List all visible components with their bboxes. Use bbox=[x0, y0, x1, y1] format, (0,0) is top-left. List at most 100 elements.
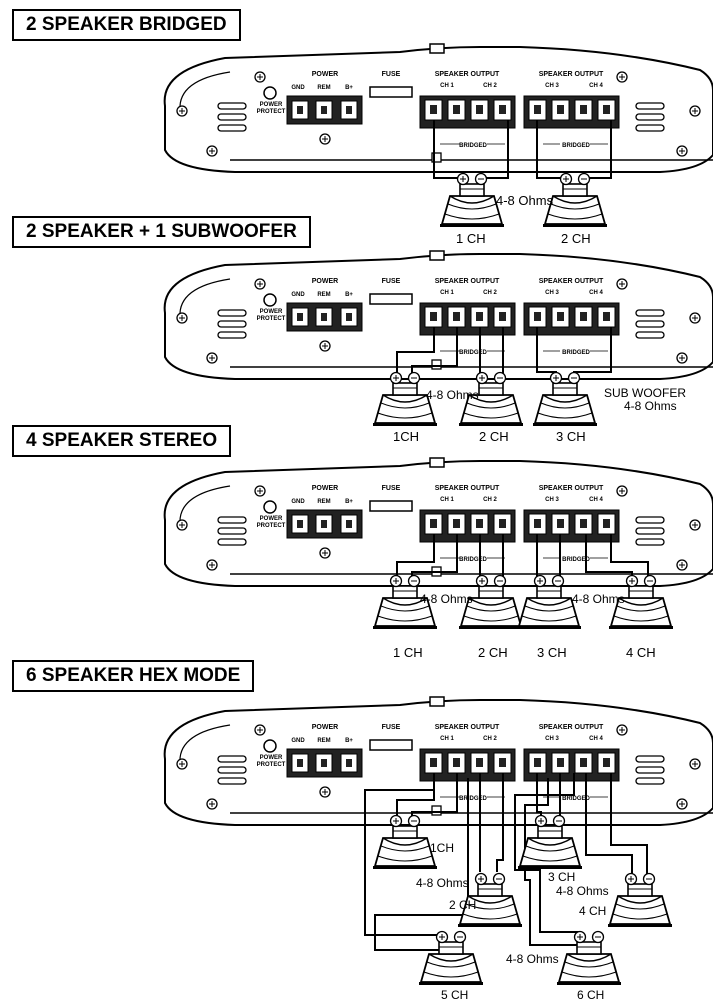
power-protect-label: POWER bbox=[260, 516, 283, 522]
amp-labels-4: POWER GND REM B+ FUSE SPEAKER OUTPUT SPE… bbox=[257, 724, 604, 802]
channel-label: 3 CH bbox=[537, 645, 567, 660]
fuse-label: FUSE bbox=[382, 724, 401, 731]
power-label: POWER bbox=[312, 278, 338, 285]
ch4-label: CH 4 bbox=[589, 736, 603, 742]
channel-label: 2 CH bbox=[479, 429, 509, 444]
speaker-4 bbox=[607, 872, 673, 928]
channel-label: 2 CH bbox=[478, 645, 508, 660]
power-label: POWER bbox=[312, 71, 338, 78]
channel-label: 2 CH bbox=[561, 231, 591, 246]
wires-4 bbox=[364, 773, 648, 951]
amp-labels-1: POWER GND REM B+ FUSE SPEAKER OUTPUT SPE… bbox=[257, 71, 604, 149]
gnd-label: GND bbox=[291, 85, 305, 91]
wires-3 bbox=[396, 534, 649, 578]
amplifier-3 bbox=[163, 457, 713, 587]
fuse-label: FUSE bbox=[382, 485, 401, 492]
ohms-label: 4-8 Ohms bbox=[506, 952, 559, 966]
power-protect-label: PROTECT bbox=[257, 523, 286, 529]
ohms-label: 4-8 Ohms bbox=[556, 884, 609, 898]
section-title-bridged: 2 SPEAKER BRIDGED bbox=[12, 9, 241, 41]
speaker-output-label: SPEAKER OUTPUT bbox=[435, 724, 500, 731]
ch4-label: CH 4 bbox=[589, 497, 603, 503]
subwoofer bbox=[532, 371, 598, 427]
ch2-label: CH 2 bbox=[483, 290, 497, 296]
amp-labels-2: POWER GND REM B+ FUSE SPEAKER OUTPUT SPE… bbox=[257, 278, 604, 356]
speaker-output-label: SPEAKER OUTPUT bbox=[539, 724, 604, 731]
channel-label: 5 CH bbox=[441, 988, 468, 1001]
ch1-label: CH 1 bbox=[440, 83, 454, 89]
amplifier-2 bbox=[163, 250, 713, 380]
section-title-sub: 2 SPEAKER + 1 SUBWOOFER bbox=[12, 216, 311, 248]
power-protect-label: PROTECT bbox=[257, 316, 286, 322]
channel-label: 3 CH bbox=[556, 429, 586, 444]
ohms-label: 4-8 Ohms bbox=[416, 876, 469, 890]
bridged-label: BRIDGED bbox=[459, 143, 487, 149]
amplifier-1 bbox=[163, 43, 713, 173]
power-protect-label: POWER bbox=[260, 102, 283, 108]
ohms-label: 4-8 Ohms bbox=[420, 592, 473, 606]
power-label: POWER bbox=[312, 724, 338, 731]
speaker-output-label: SPEAKER OUTPUT bbox=[435, 71, 500, 78]
ohms-label: 4-8 Ohms bbox=[572, 592, 625, 606]
bridged-label: BRIDGED bbox=[459, 557, 487, 563]
power-protect-label: POWER bbox=[260, 309, 283, 315]
power-protect-label: POWER bbox=[260, 755, 283, 761]
subwoofer-ohms: 4-8 Ohms bbox=[624, 399, 677, 413]
ohms-label: 4-8 Ohms bbox=[426, 388, 479, 402]
power-protect-label: PROTECT bbox=[257, 762, 286, 768]
power-protect-label: PROTECT bbox=[257, 109, 286, 115]
bridged-label: BRIDGED bbox=[562, 557, 590, 563]
bridged-label: BRIDGED bbox=[562, 796, 590, 802]
wires-1 bbox=[433, 120, 612, 179]
channel-label: 1 CH bbox=[456, 231, 486, 246]
speaker-1 bbox=[439, 172, 505, 228]
amp-labels-3: POWER GND REM B+ FUSE SPEAKER OUTPUT SPE… bbox=[257, 485, 604, 563]
channel-label: 6 CH bbox=[577, 988, 604, 1001]
ch1-label: CH 1 bbox=[440, 736, 454, 742]
ch3-label: CH 3 bbox=[545, 290, 559, 296]
gnd-label: GND bbox=[291, 499, 305, 505]
ch3-label: CH 3 bbox=[545, 497, 559, 503]
channel-label: 2 CH bbox=[449, 898, 476, 912]
channel-label: 4 CH bbox=[579, 904, 606, 918]
rem-label: REM bbox=[317, 499, 330, 505]
rem-label: REM bbox=[317, 292, 330, 298]
speaker-output-label: SPEAKER OUTPUT bbox=[539, 485, 604, 492]
channel-label: 3 CH bbox=[548, 870, 575, 884]
section-title-hex: 6 SPEAKER HEX MODE bbox=[12, 660, 255, 692]
bplus-label: B+ bbox=[345, 292, 353, 298]
channel-label: 4 CH bbox=[626, 645, 656, 660]
ch3-label: CH 3 bbox=[545, 736, 559, 742]
gnd-label: GND bbox=[291, 292, 305, 298]
amplifier-4 bbox=[163, 696, 713, 826]
ch4-label: CH 4 bbox=[589, 290, 603, 296]
channel-label: 1CH bbox=[430, 841, 454, 855]
channel-label: 1 CH bbox=[393, 645, 423, 660]
gnd-label: GND bbox=[291, 738, 305, 744]
ohms-label: 4-8 Ohms bbox=[496, 193, 554, 208]
ch1-label: CH 1 bbox=[440, 290, 454, 296]
fuse-label: FUSE bbox=[382, 71, 401, 78]
bridged-label: BRIDGED bbox=[562, 143, 590, 149]
channel-label: 1CH bbox=[393, 429, 419, 444]
rem-label: REM bbox=[317, 85, 330, 91]
bplus-label: B+ bbox=[345, 499, 353, 505]
speaker-output-label: SPEAKER OUTPUT bbox=[435, 278, 500, 285]
power-label: POWER bbox=[312, 485, 338, 492]
fuse-label: FUSE bbox=[382, 278, 401, 285]
speaker-output-label: SPEAKER OUTPUT bbox=[435, 485, 500, 492]
ch2-label: CH 2 bbox=[483, 736, 497, 742]
speaker-6 bbox=[556, 930, 622, 986]
bplus-label: B+ bbox=[345, 738, 353, 744]
ch2-label: CH 2 bbox=[483, 83, 497, 89]
bridged-label: BRIDGED bbox=[562, 350, 590, 356]
speaker-output-label: SPEAKER OUTPUT bbox=[539, 71, 604, 78]
rem-label: REM bbox=[317, 738, 330, 744]
ch1-label: CH 1 bbox=[440, 497, 454, 503]
bridged-label: BRIDGED bbox=[459, 796, 487, 802]
ch3-label: CH 3 bbox=[545, 83, 559, 89]
subwoofer-label: SUB WOOFER bbox=[604, 386, 686, 400]
bridged-label: BRIDGED bbox=[459, 350, 487, 356]
ch2-label: CH 2 bbox=[483, 497, 497, 503]
